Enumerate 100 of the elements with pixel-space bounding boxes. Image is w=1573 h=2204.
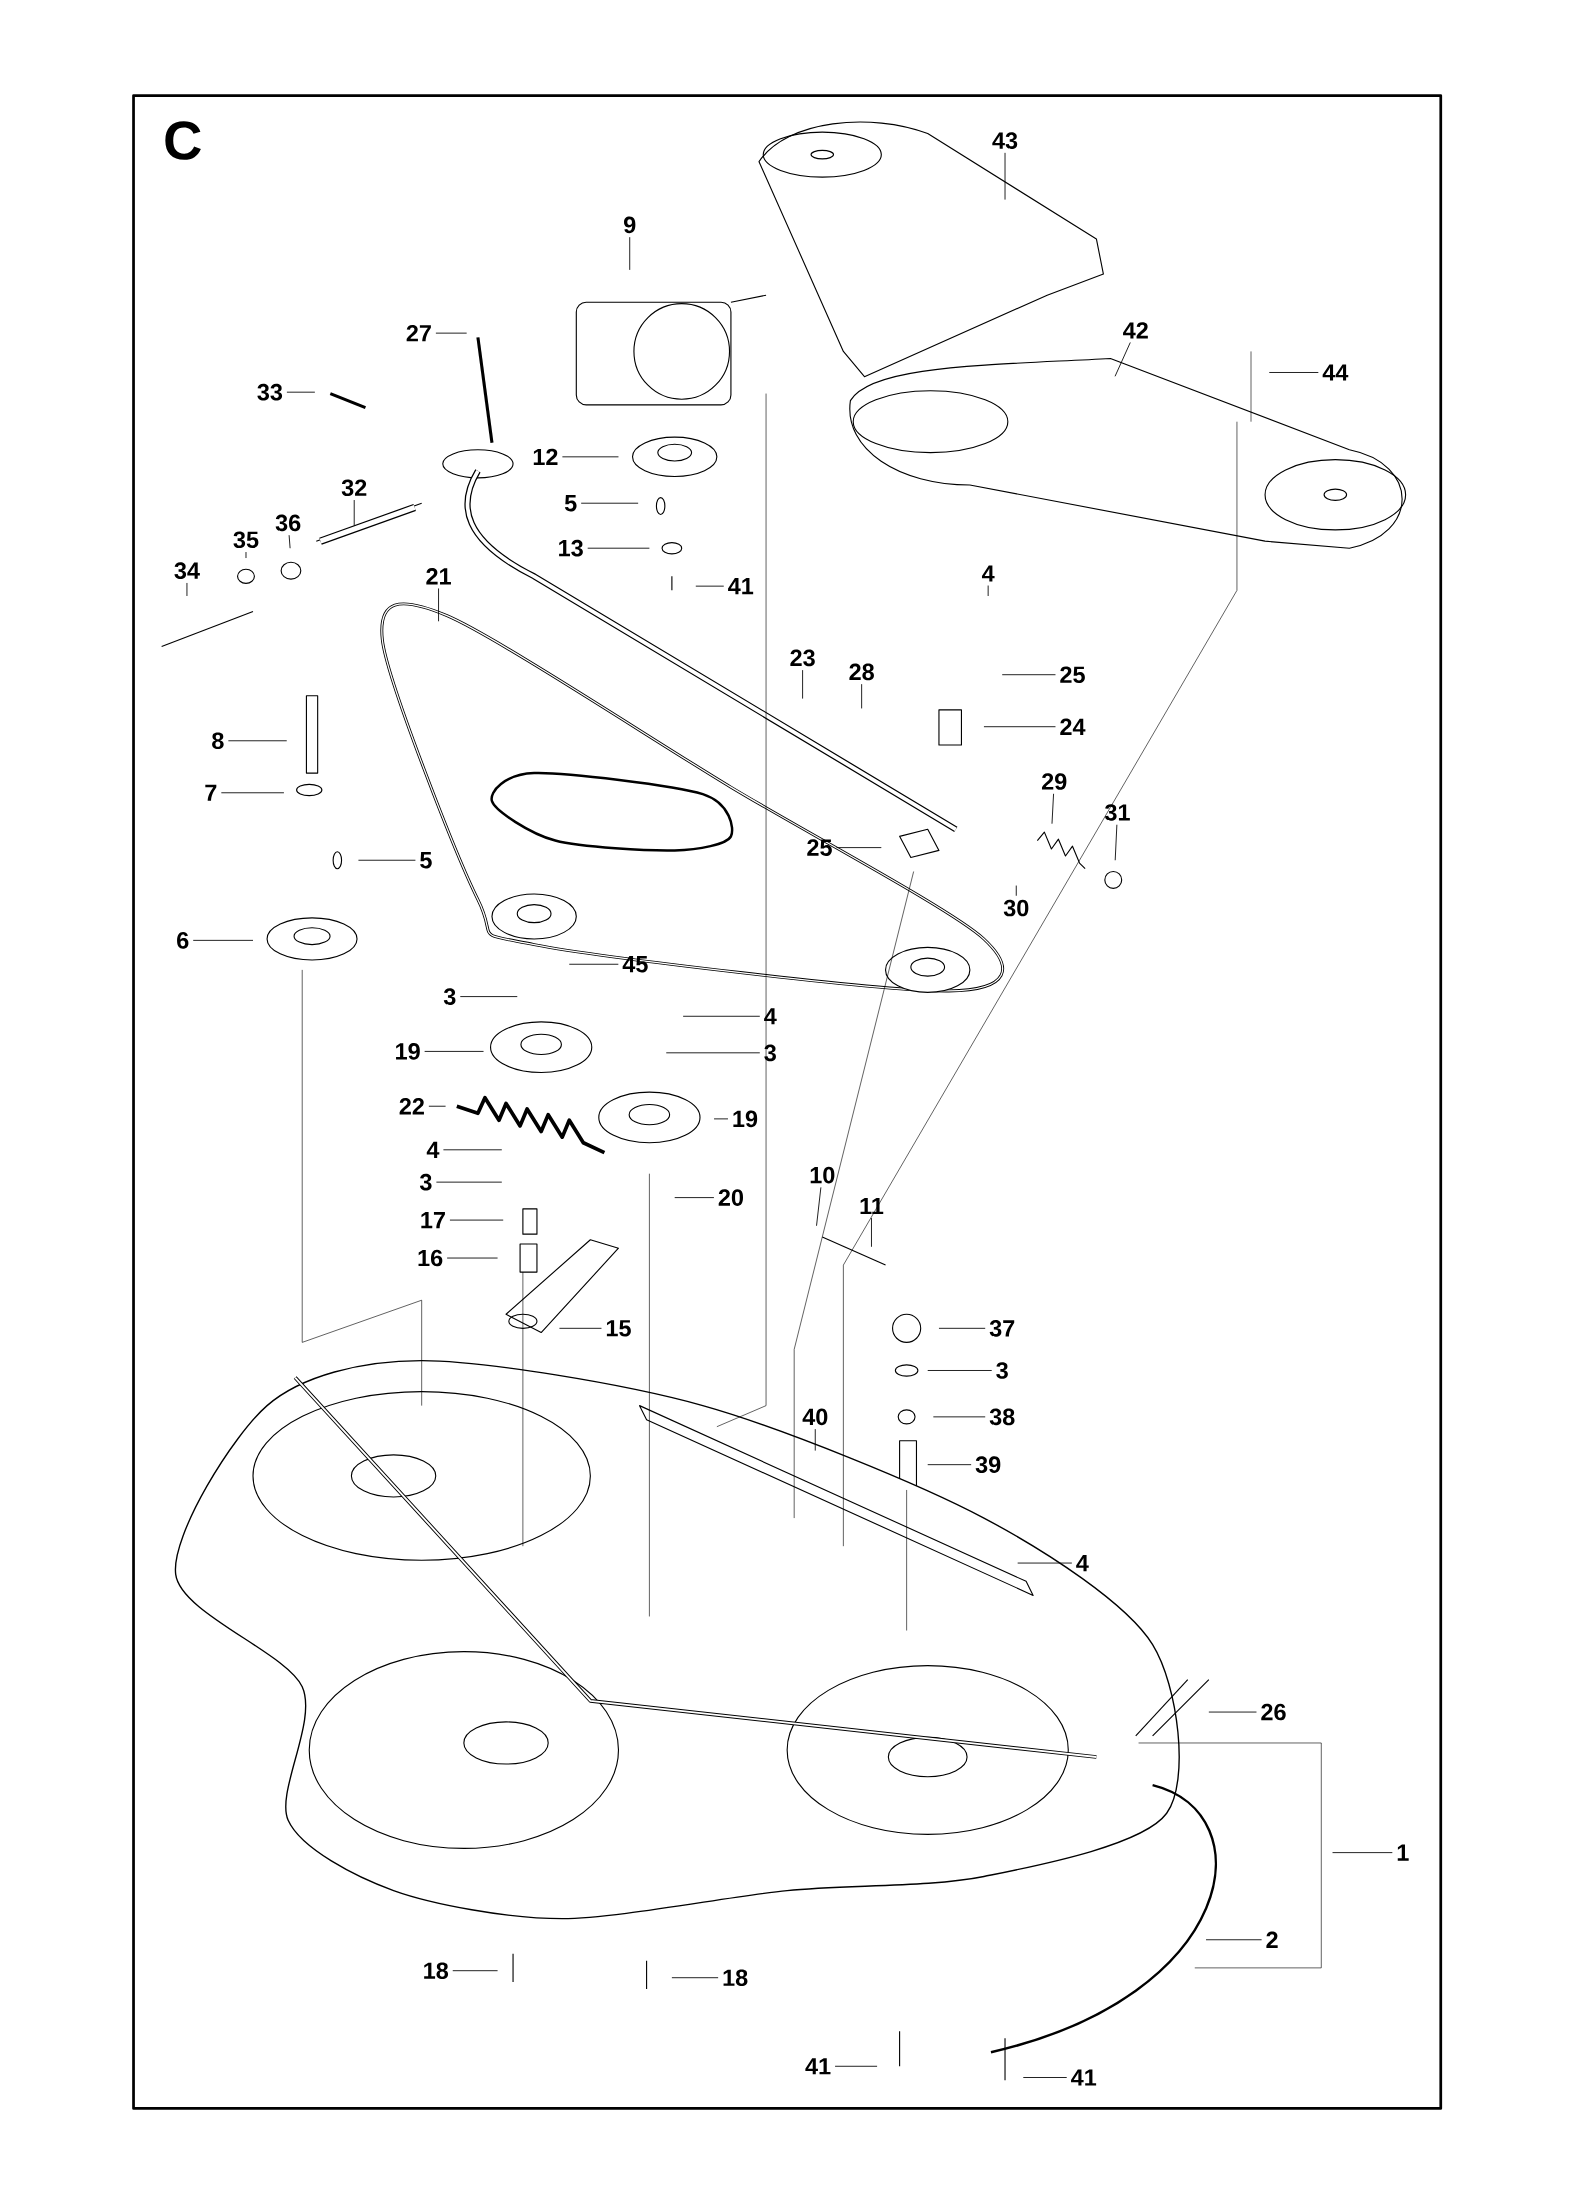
leader-line: [443, 1149, 503, 1151]
callout-number: 7: [205, 784, 217, 801]
callout-number: 44: [1322, 364, 1349, 381]
leader-line: [802, 669, 804, 700]
callout-number: 19: [396, 1043, 420, 1060]
callout-number: 5: [564, 495, 577, 512]
leader-line: [449, 1219, 504, 1221]
callout-number: 11: [860, 1197, 884, 1215]
leader-line: [568, 963, 619, 965]
leader-line: [1332, 1852, 1393, 1854]
callout-number: 16: [418, 1249, 443, 1267]
callout-number: 37: [989, 1320, 1015, 1337]
leader-line: [713, 1118, 729, 1120]
callout-number: 41: [728, 578, 754, 595]
leader-line: [228, 740, 288, 742]
callout-number: 3: [764, 1044, 776, 1062]
leader-line: [1022, 2077, 1068, 2078]
leader-line: [938, 1327, 986, 1329]
leader-line: [816, 1186, 822, 1227]
leader-line: [836, 847, 882, 849]
leader-line: [861, 683, 863, 709]
callout-number: 33: [257, 383, 283, 401]
leader-line: [682, 1015, 761, 1017]
callout-number: 22: [399, 1098, 424, 1115]
leader-line: [562, 456, 619, 458]
leader-line: [446, 1257, 499, 1259]
callout-number: 26: [1261, 1703, 1286, 1721]
leader-line: [674, 1197, 715, 1199]
leader-line: [358, 859, 416, 861]
callout-number: 4: [1076, 1555, 1089, 1572]
callout-number: 28: [849, 663, 874, 681]
leader-line: [629, 236, 631, 271]
callout-number: 3: [420, 1173, 432, 1191]
callout-number: 10: [810, 1166, 835, 1184]
callout-number: 18: [424, 1962, 449, 1979]
leader-line: [1001, 674, 1056, 676]
callout-number: 36: [275, 514, 301, 532]
callout-number: 41: [805, 2058, 831, 2075]
leader-line: [353, 499, 355, 527]
leader-line: [814, 1428, 816, 1452]
leader-line: [1015, 885, 1017, 897]
leader-line: [580, 502, 639, 504]
leader-line: [1004, 152, 1006, 201]
leader-line: [932, 1416, 986, 1418]
leader-line: [927, 1370, 993, 1371]
callout-number: 45: [622, 956, 648, 973]
callout-number: 4: [764, 1008, 777, 1025]
leader-line: [1205, 1939, 1263, 1941]
callout-number: 40: [802, 1408, 828, 1426]
leader-line: [245, 551, 247, 559]
callout-number: 31: [1105, 804, 1130, 821]
callout-number: 32: [341, 479, 367, 497]
leader-line: [459, 996, 518, 997]
callout-number: 25: [1060, 666, 1085, 683]
leader-line: [1114, 824, 1118, 861]
callout-number: 15: [606, 1320, 631, 1337]
callout-number: 42: [1123, 322, 1148, 339]
leader-line: [1208, 1711, 1257, 1713]
leader-line: [1051, 793, 1055, 825]
callout-number: 23: [790, 649, 815, 667]
callout-number: 6: [177, 932, 189, 949]
callout-number: 9: [624, 216, 636, 234]
leader-line: [424, 1051, 485, 1052]
leader-line: [1017, 1562, 1073, 1564]
callout-number: 30: [1003, 899, 1029, 917]
leader-line: [288, 534, 291, 549]
leader-line: [587, 547, 650, 549]
leader-line: [871, 1217, 872, 1248]
callout-number: 20: [718, 1189, 744, 1206]
callout-number: 34: [174, 562, 200, 579]
callout-number: 24: [1060, 718, 1086, 735]
leader-line: [665, 1052, 761, 1054]
leader-line: [1268, 372, 1319, 373]
callout-number: 43: [992, 132, 1018, 149]
leader-line: [987, 585, 989, 597]
callout-number: 17: [421, 1212, 445, 1229]
callout-number: 4: [426, 1141, 440, 1158]
leader-line: [220, 792, 285, 794]
leader-line: [428, 1105, 447, 1107]
leader-line: [695, 585, 725, 587]
leader-line: [438, 588, 440, 622]
leader-line: [1114, 342, 1131, 377]
callout-number: 25: [807, 839, 832, 856]
callout-number: 3: [996, 1362, 1008, 1379]
leader-line: [834, 2065, 878, 2067]
leader-line: [186, 582, 188, 597]
leader-line: [192, 939, 254, 941]
callout-number: 5: [420, 852, 432, 869]
callout-number: 35: [233, 531, 259, 549]
callout-number: 41: [1071, 2069, 1097, 2086]
leader-line: [435, 332, 468, 334]
callout-number: 8: [212, 732, 224, 750]
leader-line: [436, 1181, 503, 1183]
leader-line: [286, 391, 316, 393]
callout-number: 12: [533, 448, 558, 466]
callout-number: 2: [1266, 1931, 1278, 1948]
callout-number: 1: [1397, 1844, 1409, 1861]
callout-number: 19: [733, 1110, 758, 1128]
leader-line: [671, 1977, 719, 1979]
callout-number: 29: [1042, 773, 1067, 790]
